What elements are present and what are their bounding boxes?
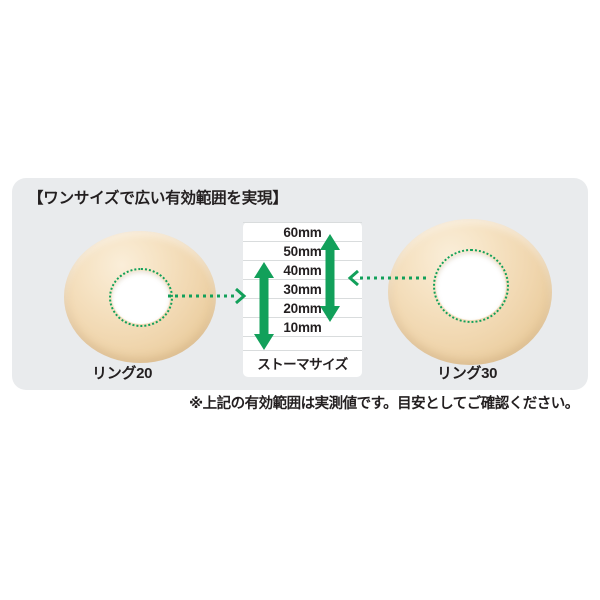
scale-gridline (243, 317, 362, 336)
footnote-caption: ※上記の有効範囲は実測値です。目安としてご確認ください。 (189, 396, 579, 412)
ring-30-dotted-outline (433, 249, 509, 323)
scale-gridline (243, 222, 362, 241)
scale-gridline (243, 241, 362, 260)
scale-gridline (243, 350, 362, 369)
scale-gridline (243, 336, 362, 355)
scale-tick-10mm: 10mm (283, 320, 322, 335)
ring-20-dotted-outline (109, 268, 173, 327)
scale-axis-label: ストーマサイズ (257, 357, 348, 372)
scale-tick-40mm: 40mm (283, 263, 322, 278)
ring-20-label: リング20 (92, 365, 153, 382)
ring-30-label: リング30 (437, 365, 498, 382)
scale-gridline (243, 260, 362, 279)
stoma-size-scale-card: 60mm 50mm 40mm 30mm 20mm 10mm ストーマサイズ (243, 222, 362, 377)
page-title: 【ワンサイズで広い有効範囲を実現】 (28, 190, 288, 207)
scale-tick-60mm: 60mm (283, 225, 322, 240)
scale-gridline (243, 279, 362, 298)
scale-tick-20mm: 20mm (283, 301, 322, 316)
scale-tick-50mm: 50mm (283, 244, 322, 259)
scale-tick-30mm: 30mm (283, 282, 322, 297)
scale-gridline (243, 298, 362, 317)
